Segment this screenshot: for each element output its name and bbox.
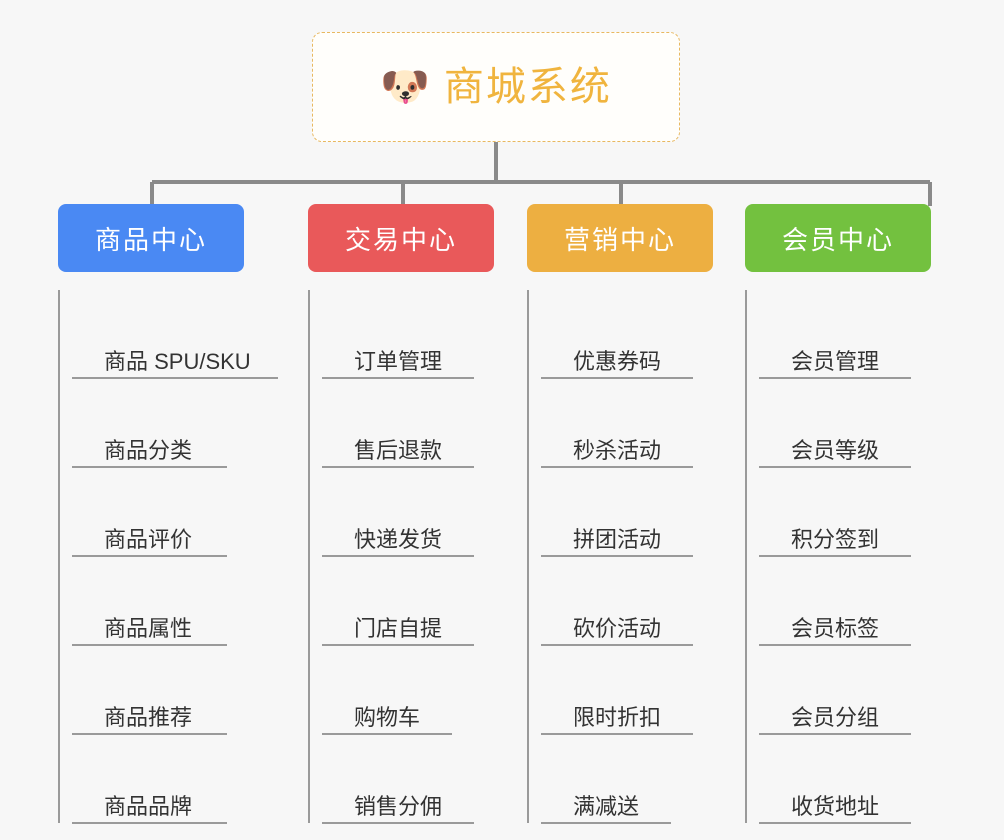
branch-spine-3 (527, 290, 529, 823)
branch-label-3: 营销中心 (563, 224, 676, 255)
leaf-item[interactable]: 商品分类 (72, 379, 298, 468)
branch-column-2: 交易中心 订单管理 售后退款 快递发货 门店自提 购物车 (308, 204, 538, 824)
leaf-underline (322, 822, 474, 824)
branch-header-1[interactable]: 商品中心 (58, 204, 244, 272)
leaf-label: 会员分组 (791, 705, 880, 730)
leaf-label: 满减送 (573, 794, 640, 819)
leaf-item[interactable]: 秒杀活动 (541, 379, 757, 468)
leaf-label: 商品分类 (104, 438, 193, 463)
leaf-item[interactable]: 销售分佣 (322, 735, 538, 824)
leaf-item[interactable]: 售后退款 (322, 379, 538, 468)
branch-header-2[interactable]: 交易中心 (308, 204, 494, 272)
leaf-underline (759, 555, 911, 557)
branch-label-2: 交易中心 (344, 224, 457, 255)
branch-column-3: 营销中心 优惠券码 秒杀活动 拼团活动 砍价活动 限时折扣 (527, 204, 757, 824)
leaf-underline (322, 733, 452, 735)
leaf-underline (322, 555, 474, 557)
branch-items-3: 优惠券码 秒杀活动 拼团活动 砍价活动 限时折扣 满减送 (527, 290, 757, 824)
leaf-label: 拼团活动 (573, 527, 662, 552)
leaf-underline (541, 377, 693, 379)
leaf-underline (322, 466, 474, 468)
branch-items-2: 订单管理 售后退款 快递发货 门店自提 购物车 销售分佣 (308, 290, 538, 824)
leaf-item[interactable]: 商品属性 (72, 557, 298, 646)
branch-column-4: 会员中心 会员管理 会员等级 积分签到 会员标签 会员分组 (745, 204, 975, 824)
branch-column-1: 商品中心 商品 SPU/SKU 商品分类 商品评价 商品属性 商品推荐 (58, 204, 298, 824)
leaf-underline (541, 555, 693, 557)
leaf-underline (759, 377, 911, 379)
leaf-item[interactable]: 购物车 (322, 646, 538, 735)
branch-header-4[interactable]: 会员中心 (745, 204, 931, 272)
leaf-item[interactable]: 商品 SPU/SKU (72, 290, 298, 379)
leaf-underline (72, 644, 227, 646)
leaf-label: 限时折扣 (573, 705, 662, 730)
leaf-label: 收货地址 (791, 794, 880, 819)
leaf-underline (72, 822, 227, 824)
leaf-underline (541, 822, 671, 824)
leaf-item[interactable]: 砍价活动 (541, 557, 757, 646)
leaf-item[interactable]: 商品推荐 (72, 646, 298, 735)
leaf-label: 订单管理 (354, 349, 443, 374)
leaf-underline (759, 644, 911, 646)
leaf-label: 会员标签 (791, 616, 880, 641)
leaf-label: 秒杀活动 (573, 438, 662, 463)
leaf-item[interactable]: 商品评价 (72, 468, 298, 557)
leaf-item[interactable]: 优惠券码 (541, 290, 757, 379)
leaf-label: 商品品牌 (104, 794, 193, 819)
leaf-item[interactable]: 会员等级 (759, 379, 975, 468)
leaf-item[interactable]: 会员分组 (759, 646, 975, 735)
leaf-label: 商品属性 (104, 616, 193, 641)
leaf-label: 商品推荐 (104, 705, 193, 730)
leaf-underline (322, 377, 474, 379)
leaf-label: 会员管理 (791, 349, 880, 374)
leaf-label: 优惠券码 (573, 349, 662, 374)
leaf-label: 销售分佣 (354, 794, 443, 819)
leaf-label: 商品评价 (104, 527, 193, 552)
leaf-underline (759, 733, 911, 735)
leaf-item[interactable]: 积分签到 (759, 468, 975, 557)
leaf-label: 门店自提 (354, 616, 443, 641)
leaf-label: 积分签到 (791, 527, 880, 552)
branch-spine-4 (745, 290, 747, 823)
leaf-underline (72, 733, 227, 735)
branch-label-1: 商品中心 (94, 224, 207, 255)
leaf-item[interactable]: 门店自提 (322, 557, 538, 646)
leaf-underline (759, 822, 911, 824)
leaf-item[interactable]: 会员管理 (759, 290, 975, 379)
leaf-underline (72, 466, 227, 468)
leaf-label: 购物车 (354, 705, 421, 730)
leaf-label: 快递发货 (354, 527, 443, 552)
dog-face-icon: 🐶 (380, 65, 430, 109)
branch-label-4: 会员中心 (781, 224, 894, 255)
leaf-item[interactable]: 商品品牌 (72, 735, 298, 824)
leaf-label: 会员等级 (791, 438, 880, 463)
leaf-item[interactable]: 满减送 (541, 735, 757, 824)
leaf-underline (72, 377, 278, 379)
leaf-underline (541, 466, 693, 468)
root-title: 商城系统 (443, 65, 612, 109)
leaf-label: 砍价活动 (573, 616, 662, 641)
leaf-item[interactable]: 限时折扣 (541, 646, 757, 735)
leaf-underline (541, 644, 693, 646)
root-node[interactable]: 🐶 商城系统 (312, 32, 680, 142)
leaf-item[interactable]: 会员标签 (759, 557, 975, 646)
leaf-label: 商品 SPU/SKU (104, 349, 251, 374)
leaf-item[interactable]: 订单管理 (322, 290, 538, 379)
branch-items-4: 会员管理 会员等级 积分签到 会员标签 会员分组 收货地址 (745, 290, 975, 824)
leaf-label: 售后退款 (354, 438, 443, 463)
branch-items-1: 商品 SPU/SKU 商品分类 商品评价 商品属性 商品推荐 商品品牌 (58, 290, 298, 824)
leaf-underline (72, 555, 227, 557)
branch-header-3[interactable]: 营销中心 (527, 204, 713, 272)
leaf-item[interactable]: 收货地址 (759, 735, 975, 824)
leaf-underline (759, 466, 911, 468)
leaf-underline (541, 733, 693, 735)
branch-spine-2 (308, 290, 310, 823)
leaf-item[interactable]: 拼团活动 (541, 468, 757, 557)
branch-spine-1 (58, 290, 60, 823)
leaf-underline (322, 644, 474, 646)
leaf-item[interactable]: 快递发货 (322, 468, 538, 557)
